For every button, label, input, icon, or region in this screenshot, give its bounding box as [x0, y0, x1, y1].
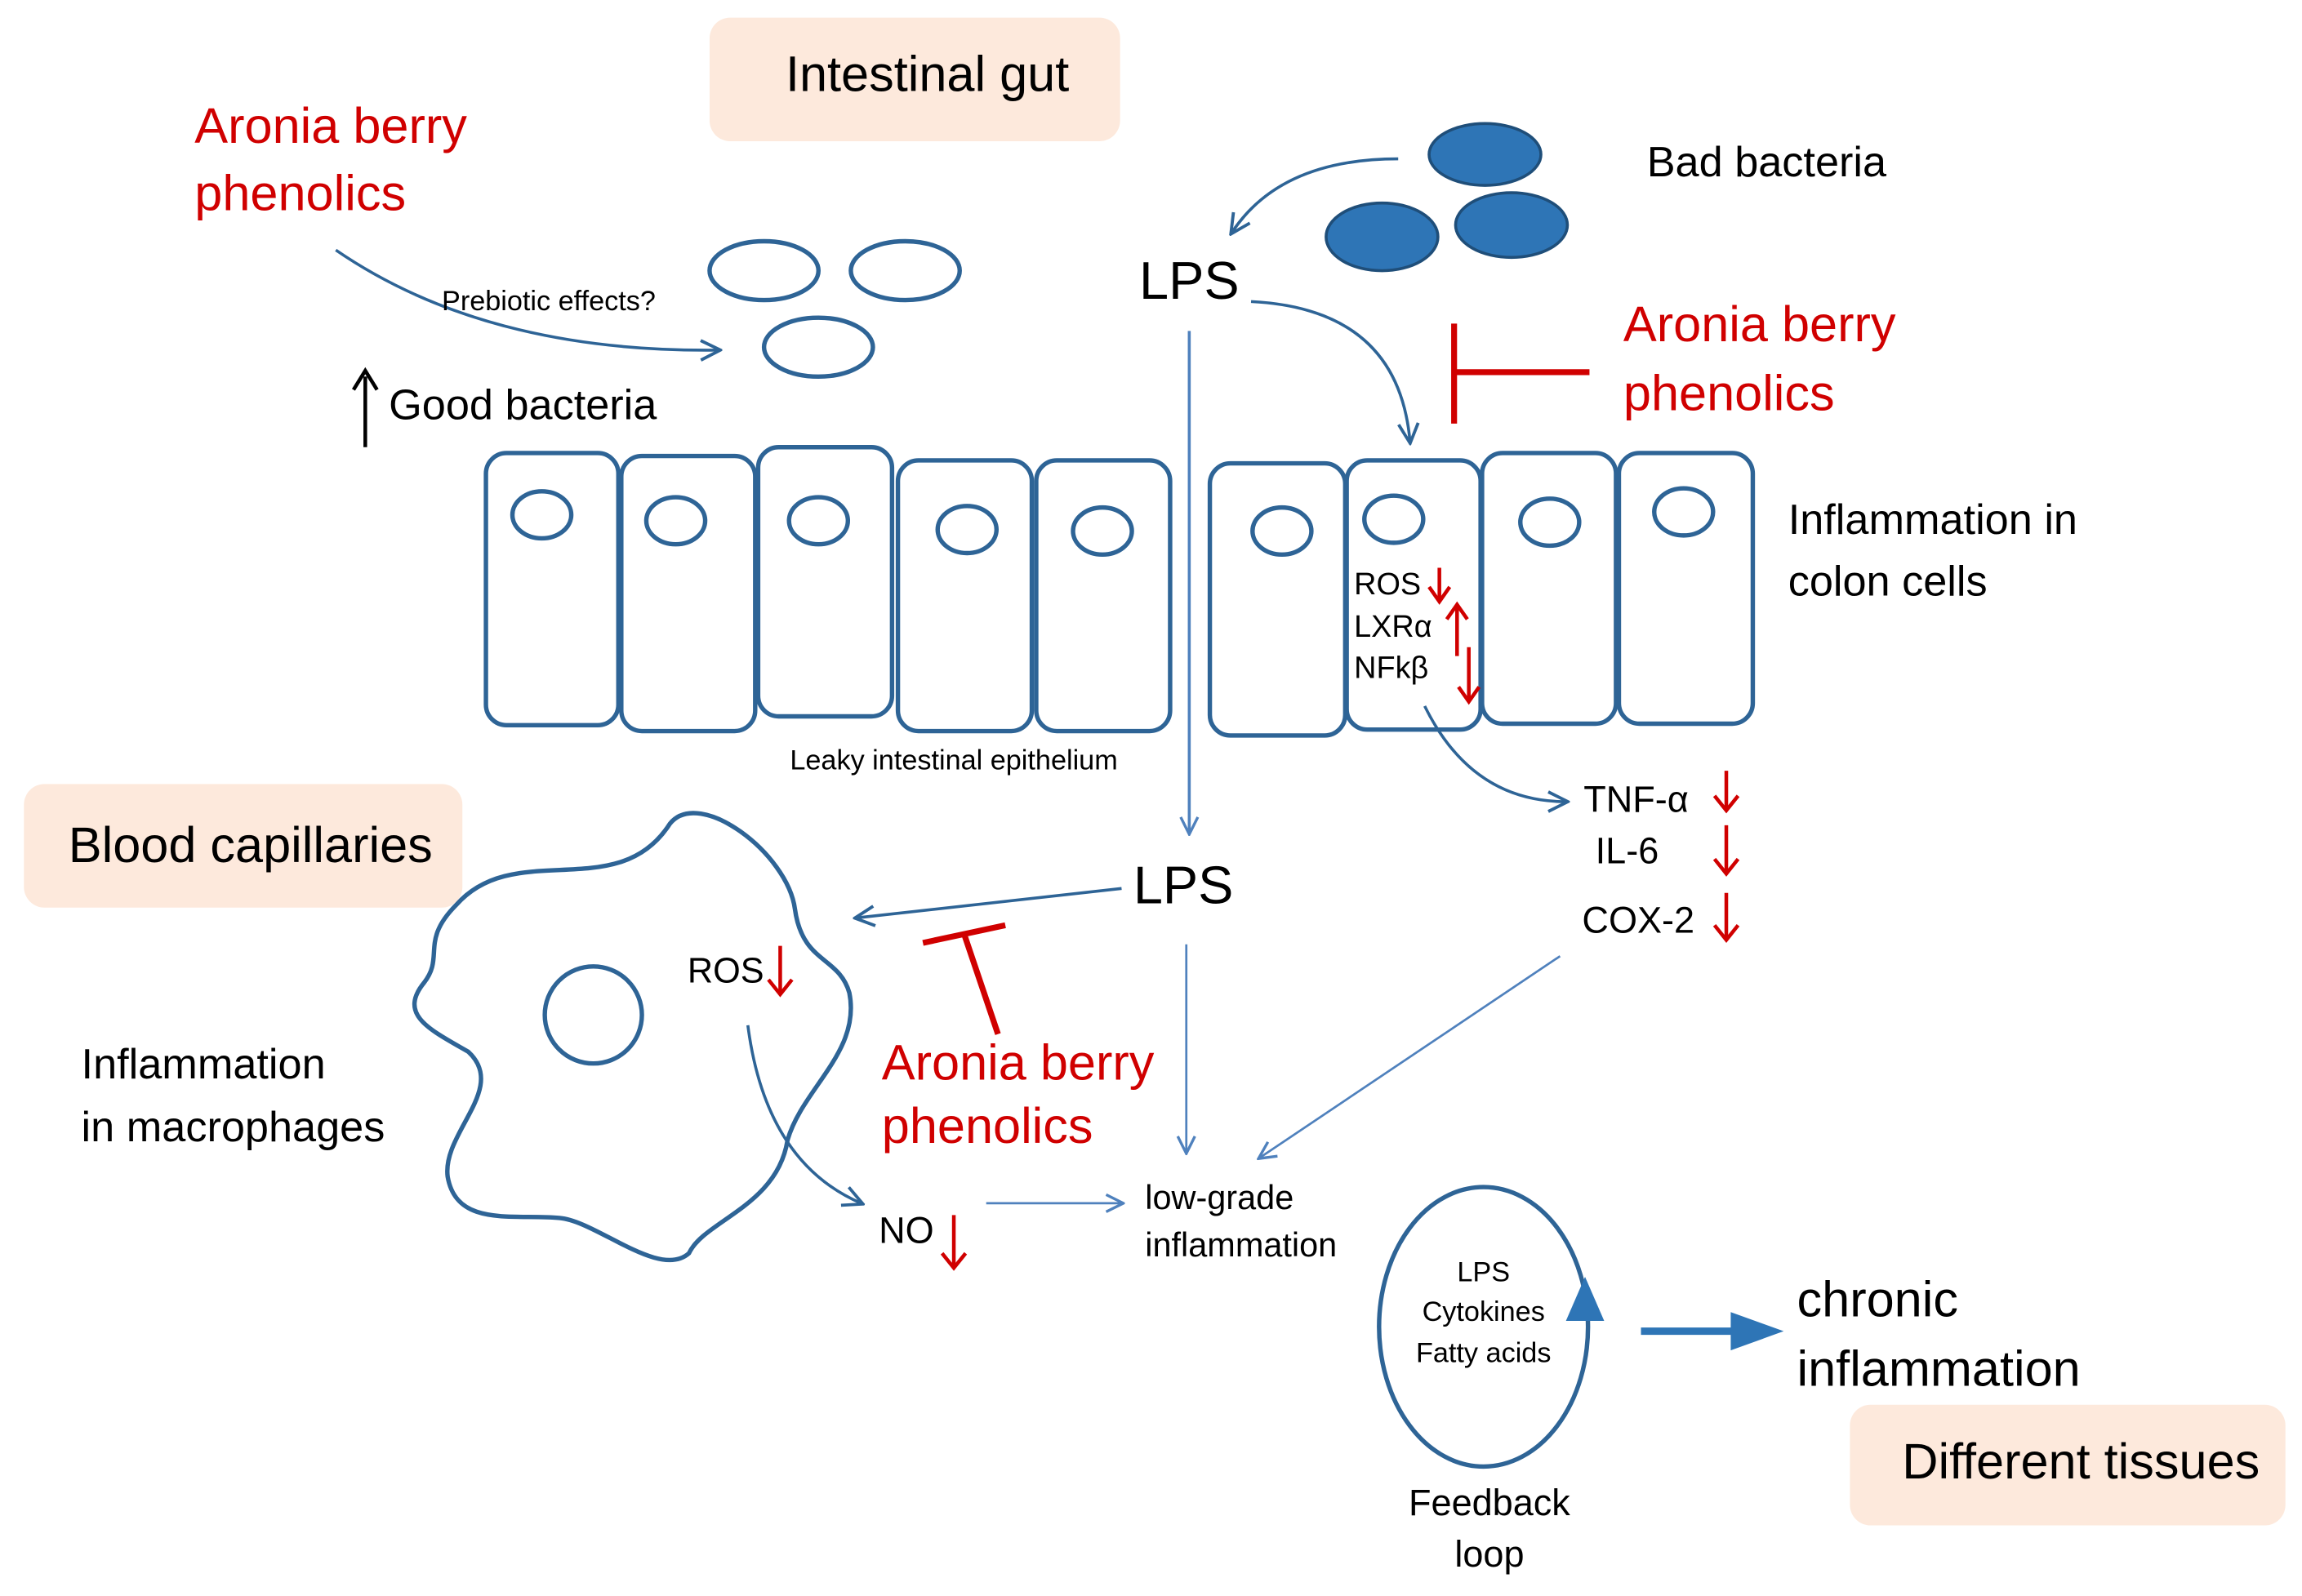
inflammation-colon-label-1: Inflammation in [1788, 496, 2077, 544]
different-tissues-box: Different tissues [1850, 1404, 2286, 1526]
prebiotic-arrow [335, 248, 718, 350]
bad-bacterium [1325, 201, 1440, 273]
aronia-label-topleft-1: Aronia berry [194, 98, 467, 153]
inflammation-colon-label-2: colon cells [1788, 558, 1988, 606]
epithelial-cell [755, 445, 895, 719]
good-bacterium [707, 238, 821, 303]
nfk-label: NFkβ [1354, 651, 1428, 686]
feedback-loop-circle [1377, 1185, 1591, 1469]
intestinal-gut-title: Intestinal gut [786, 47, 1069, 102]
nfk-to-cytokines-arrow [1423, 705, 1566, 802]
bad-bacteria-group [1325, 122, 1570, 273]
good-bacteria-group [707, 238, 962, 379]
cell-nucleus [1362, 493, 1426, 545]
lxr-up-arrow-icon [1445, 601, 1469, 656]
cell-nucleus [935, 504, 1000, 556]
no-down-arrow-icon [940, 1215, 968, 1271]
aronia-label-topleft-2: phenolics [194, 166, 406, 221]
cox2-label: COX-2 [1582, 899, 1694, 940]
no-label: NO [879, 1210, 934, 1251]
cell-nucleus [510, 489, 574, 541]
good-bacterium [848, 238, 962, 303]
lowgrade-label-1: low-grade [1145, 1178, 1293, 1216]
epithelial-cell [1616, 451, 1756, 727]
il6-down-arrow-icon [1712, 825, 1740, 877]
cell-nucleus [1250, 505, 1314, 557]
epithelial-cell [1207, 460, 1348, 738]
epithelial-cell [1034, 458, 1173, 734]
aronia-label-macrophage-1: Aronia berry [882, 1035, 1155, 1091]
intestinal-epithelium [483, 445, 1756, 738]
cell-nucleus [1518, 496, 1582, 549]
ros-to-no-arrow [746, 1025, 862, 1203]
inflammation-macro-label-2: in macrophages [82, 1104, 385, 1151]
aronia-label-macrophage-2: phenolics [882, 1098, 1093, 1154]
feedback-loop-label-2: loop [1454, 1533, 1524, 1575]
lps-to-macrophage-arrow [857, 887, 1122, 918]
chronic-label-1: chronic [1797, 1272, 1958, 1327]
macrophage-nucleus [542, 964, 644, 1066]
blood-capillaries-title: Blood capillaries [69, 817, 433, 873]
to-chronic-arrow [1641, 1312, 1784, 1351]
ros-colon-label: ROS [1354, 567, 1421, 602]
ros-macrophage-label: ROS [688, 952, 764, 991]
bad-bacteria-to-lps-arrow [1232, 157, 1399, 233]
il6-label: IL-6 [1596, 830, 1659, 872]
bad-bacteria-label: Bad bacteria [1647, 139, 1887, 186]
ros-macrophage-down-arrow-icon [767, 945, 794, 998]
good-bacteria-label: Good bacteria [389, 382, 657, 429]
loop-lps-label: LPS [1457, 1256, 1510, 1287]
bad-bacterium [1427, 122, 1543, 187]
inflammation-macro-label-1: Inflammation [82, 1041, 326, 1088]
epithelial-cell [619, 453, 758, 734]
lps-to-colon-arrow [1250, 300, 1410, 441]
macrophage-cell [412, 811, 853, 1263]
ros-colon-down-arrow-icon [1427, 567, 1452, 605]
epithelial-cell [1480, 451, 1619, 727]
cell-nucleus [643, 495, 708, 547]
loop-cytokines-label: Cytokines [1423, 1296, 1545, 1327]
prebiotic-label: Prebiotic effects? [442, 286, 656, 317]
good-bacteria-up-arrow-icon [351, 367, 379, 447]
feedback-loop-label-1: Feedback [1409, 1482, 1570, 1523]
epithelial-cell [895, 458, 1035, 734]
tnf-down-arrow-icon [1712, 771, 1740, 814]
tnf-label: TNF-α [1583, 779, 1689, 820]
cell-nucleus [786, 495, 851, 547]
different-tissues-title: Different tissues [1902, 1434, 2260, 1489]
aronia-label-colon-2: phenolics [1623, 366, 1835, 421]
lps-gut-label: LPS [1139, 251, 1240, 310]
cell-nucleus [1071, 505, 1134, 557]
good-bacterium [761, 315, 875, 379]
lowgrade-label-2: inflammation [1145, 1225, 1337, 1264]
aronia-inhibitor-macrophage [922, 922, 1006, 1035]
epithelial-cell [483, 451, 621, 728]
lps-blood-label: LPS [1133, 855, 1234, 914]
leaky-epithelium-label: Leaky intestinal epithelium [790, 745, 1117, 776]
cytokines-to-lowgrade-arrow [1260, 955, 1561, 1158]
cell-nucleus [1652, 486, 1716, 538]
aronia-inhibitor-colon [1451, 323, 1590, 424]
bad-bacterium [1454, 191, 1570, 260]
aronia-label-colon-1: Aronia berry [1623, 296, 1896, 352]
cox2-down-arrow-icon [1712, 892, 1740, 943]
lxr-label: LXRα [1354, 610, 1432, 644]
intestinal-gut-box: Intestinal gut [709, 17, 1120, 141]
loop-fatty-label: Fatty acids [1416, 1338, 1551, 1369]
chronic-label-2: inflammation [1797, 1340, 2081, 1396]
blood-capillaries-box: Blood capillaries [24, 784, 463, 908]
feedback-loop-arrowhead-icon [1565, 1277, 1605, 1322]
nfk-down-arrow-icon [1457, 647, 1481, 705]
